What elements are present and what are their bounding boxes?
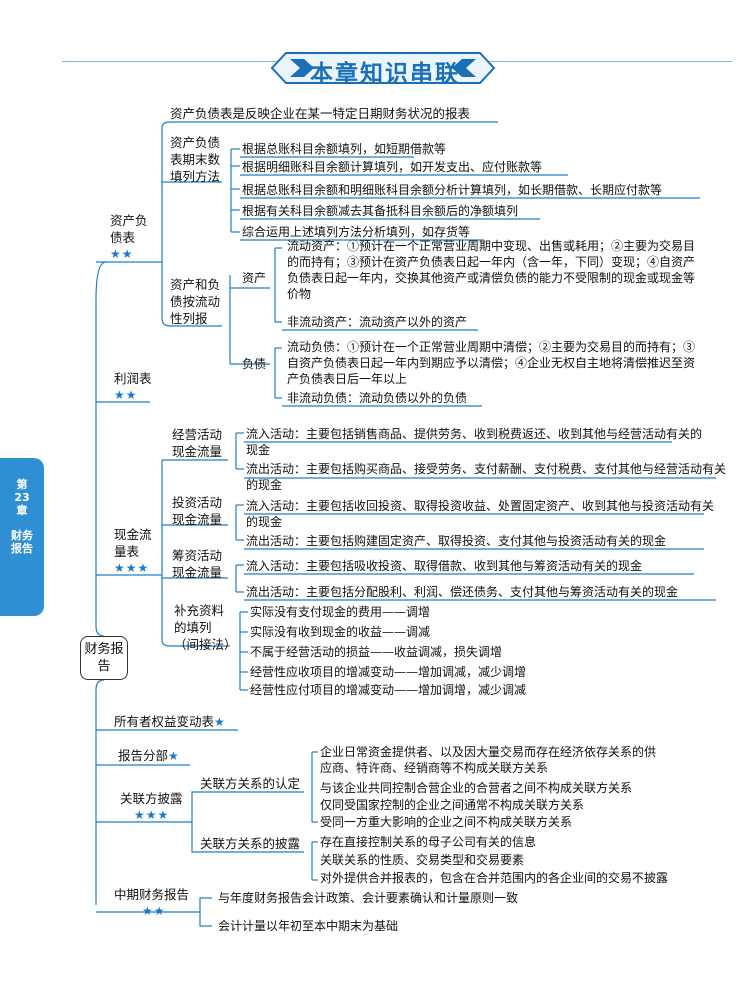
rp-identification-item-2: 与该企业共同控制合营企业的合营者之间不构成关联方关系 [320,781,633,795]
rp-disclosure-item-2: 关联关系的性质、交易类型和交易要素 [320,853,525,867]
cash-flow-stars: ★★★ [114,561,150,575]
interim-item-2: 会计计量以年初至本中期末为基础 [218,919,399,933]
chapter-suffix: 章 [16,504,28,517]
related-party-stars: ★★★ [134,808,170,822]
interim-item-1: 与年度财务报告会计政策、会计要素确认和计量原则一致 [218,891,519,905]
fill-method-3: 根据总账科目余额和明细账科目余额分析计算填列，如长期借款、长期应付款等 [242,183,663,197]
node-financing: 筹资活动现金流量 [172,548,223,580]
node-segment: 报告分部★ [118,748,180,763]
financing-outflow: 流出活动：主要包括分配股利、利润、偿还债务、支付其他与筹资活动有关的现金 [246,585,679,599]
supplement-item-5: 经营性应付项目的增减变动——增加调增，减少调减 [250,683,527,697]
rp-identification-item-4: 受同一方重大影响的企业之间不构成关联方关系 [320,815,573,829]
node-fill-methods: 资产负债表期末数填列方法 [170,135,221,184]
balance-sheet-definition: 资产负债表是反映企业在某一特定日期财务状况的报表 [170,106,471,121]
investing-outflow: 流出活动：主要包括购建固定资产、取得投资、支付其他与投资活动有关的现金 [246,534,667,548]
segment-stars: ★ [168,749,180,763]
supplement-item-2: 实际没有收到现金的收益——调减 [250,625,431,639]
rp-disclosure-item-3: 对外提供合并报表的，包含在合并范围内的各企业间的交易不披露 [320,871,669,885]
node-operating: 经营活动现金流量 [172,427,223,459]
topic-line2: 报告 [11,542,33,555]
node-income-statement: 利润表 ★★ [114,371,152,402]
node-liquidity: 资产和负债按流动性列报 [170,277,221,326]
node-rp-identification: 关联方关系的认定 [200,776,301,791]
node-investing: 投资活动现金流量 [172,495,223,527]
non-current-liabilities: 非流动负债：流动负债以外的负债 [287,391,468,405]
balance-sheet-stars: ★★ [110,247,134,261]
operating-inflow: 流入活动：主要包括销售商品、提供劳务、收到税费返还、收到其他与经营活动有关的现金 [246,427,703,457]
chapter-label: 第 [16,478,28,491]
current-assets: 流动资产：①预计在一个正常营业周期中变现、出售或耗用；②主要为交易目的而持有；③… [287,239,696,301]
page-title: 本章知识串联 [310,61,460,87]
root-node-financial-report: 财务报告 [80,636,128,680]
rp-disclosure-item-1: 存在直接控制关系的母子公司有关的信息 [320,835,537,849]
chapter-number: 23 [14,491,30,504]
investing-inflow: 流入活动：主要包括收回投资、取得投资收益、处置固定资产、收到其他与投资活动有关的… [246,499,715,529]
operating-outflow: 流出活动：主要包括购买商品、接受劳务、支付薪酬、支付税费、支付其他与经营活动有关… [246,462,727,492]
rp-identification-item-3: 仅同受国家控制的企业之间通常不构成关联方关系 [320,798,585,812]
fill-method-5: 综合运用上述填列方法分析填列，如存货等 [242,225,471,239]
fill-method-4: 根据有关科目余额减去其备抵科目余额后的净额填列 [242,204,519,218]
current-liabilities: 流动负债：①预计在一个正常营业周期中清偿；②主要为交易目的而持有；③自资产负债表… [287,340,696,386]
topic-line1: 财务 [11,529,33,542]
title-banner [270,52,496,84]
supplement-item-3: 不属于经营活动的损益——收益调减，损失调增 [250,645,503,659]
financing-inflow: 流入活动：主要包括吸收投资、取得借款、收到其他与筹资活动有关的现金 [246,559,643,573]
node-rp-disclosure: 关联方关系的披露 [200,836,301,851]
node-assets: 资产 [242,271,267,285]
node-related-party: 关联方披露 ★★★ [120,791,183,822]
node-balance-sheet: 资产负债表 ★★ [110,212,158,263]
fill-method-2: 根据明细账科目余额计算填列，如开发支出、应付账款等 [242,160,543,174]
chapter-tab: 第 23 章 财务 报告 [0,458,44,616]
equity-statement-stars: ★ [214,715,226,729]
non-current-assets: 非流动资产：流动资产以外的资产 [287,315,468,329]
income-statement-stars: ★★ [114,388,138,402]
supplement-item-4: 经营性应收项目的增减变动——增加调减，减少调增 [250,665,527,679]
node-supplement: 补充资料 的填列 （间接法） [174,603,237,652]
node-cash-flow: 现金流量表 ★★★ [114,526,158,577]
supplement-item-1: 实际没有支付现金的费用——调增 [250,605,431,619]
fill-method-1: 根据总账科目余额填列，如短期借款等 [242,142,447,156]
node-interim: 中期财务报告 ★★ [114,887,190,918]
rp-identification-item-1: 企业日常资金提供者、以及因大量交易而存在经济依存关系的供应商、特许商、经销商等不… [320,745,657,775]
node-liabilities: 负债 [242,357,267,371]
interim-stars: ★★ [142,904,166,918]
node-equity-statement: 所有者权益变动表★ [114,714,226,729]
